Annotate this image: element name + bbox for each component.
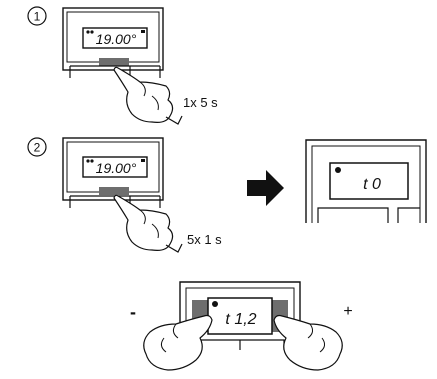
step-1-hand-icon <box>113 66 183 125</box>
step-2-badge: 2 <box>27 137 47 157</box>
svg-text:19.00°: 19.00° <box>96 160 137 176</box>
svg-text:t 0: t 0 <box>363 176 381 193</box>
arrow-right-icon <box>247 170 284 206</box>
right-hand-icon <box>273 314 343 371</box>
step-1-lcd-screen: 19.00° <box>82 27 148 49</box>
step-2-result-lcd-screen: t 0 <box>329 162 409 200</box>
step-2-duration-label: 5x 1 s <box>187 232 222 247</box>
adjust-section: - + t 1,2 <box>130 281 353 371</box>
svg-text:t 1,2: t 1,2 <box>225 311 256 328</box>
step-2-center-button <box>99 187 129 195</box>
minus-label: - <box>130 302 136 322</box>
plus-label: + <box>343 303 352 320</box>
step-1: 1 19.00° 1x 5 s <box>27 6 218 125</box>
svg-text:19.00°: 19.00° <box>96 31 137 47</box>
svg-text:2: 2 <box>34 141 41 155</box>
adjust-thermostat: t 1,2 <box>179 281 301 350</box>
step-1-duration-label: 1x 5 s <box>183 95 218 110</box>
step-2-result-thermostat: t 0 <box>305 139 427 223</box>
step-2-lcd-screen: 19.00° <box>82 156 148 178</box>
adjust-lcd-screen: t 1,2 <box>207 297 273 335</box>
step-1-badge: 1 <box>27 6 47 26</box>
step-2: 2 19.00° 5x 1 s <box>27 137 427 253</box>
step-1-center-button <box>99 58 129 66</box>
step-2-hand-icon <box>113 194 183 253</box>
svg-text:1: 1 <box>34 10 41 24</box>
step-1-thermostat: 19.00° <box>62 7 164 78</box>
left-hand-icon <box>143 314 213 371</box>
step-2-thermostat: 19.00° <box>62 137 164 208</box>
